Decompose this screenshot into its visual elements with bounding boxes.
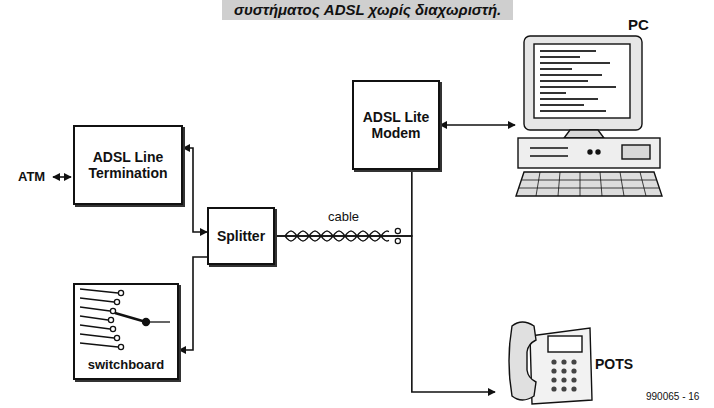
pc-illustration <box>516 36 662 196</box>
telephone-illustration <box>509 322 592 404</box>
edge-label: cable <box>326 209 361 224</box>
figure-number: 990065 - 16 <box>646 391 699 402</box>
line-termination-box: ADSL Line Termination <box>73 125 183 205</box>
telephone-node: POTS <box>495 318 640 404</box>
switch-symbol <box>80 289 170 350</box>
terminal <box>395 228 400 233</box>
connector <box>183 148 207 232</box>
atm-arrow <box>53 176 71 178</box>
connector <box>275 236 495 392</box>
connector <box>440 124 515 126</box>
caption: συστήματος ADSL χωρίς διαχωριστή. <box>222 0 513 20</box>
terminal <box>395 238 400 243</box>
connector <box>179 257 207 350</box>
node-text: Splitter <box>217 228 265 244</box>
signal-label: ATM <box>18 169 45 184</box>
connector <box>275 170 412 236</box>
modem-box: ADSL Lite Modem <box>352 80 440 170</box>
splitter-box: Splitter <box>207 207 275 265</box>
switchboard-box: switchboard <box>73 283 179 380</box>
node-text: ADSL Lite Modem <box>358 109 434 141</box>
pc-node: PC <box>515 14 665 198</box>
node-text: PC <box>628 16 649 33</box>
node-text: POTS <box>595 356 633 372</box>
node-text: switchboard <box>88 358 165 373</box>
node-text: ADSL Line Termination <box>79 149 177 181</box>
